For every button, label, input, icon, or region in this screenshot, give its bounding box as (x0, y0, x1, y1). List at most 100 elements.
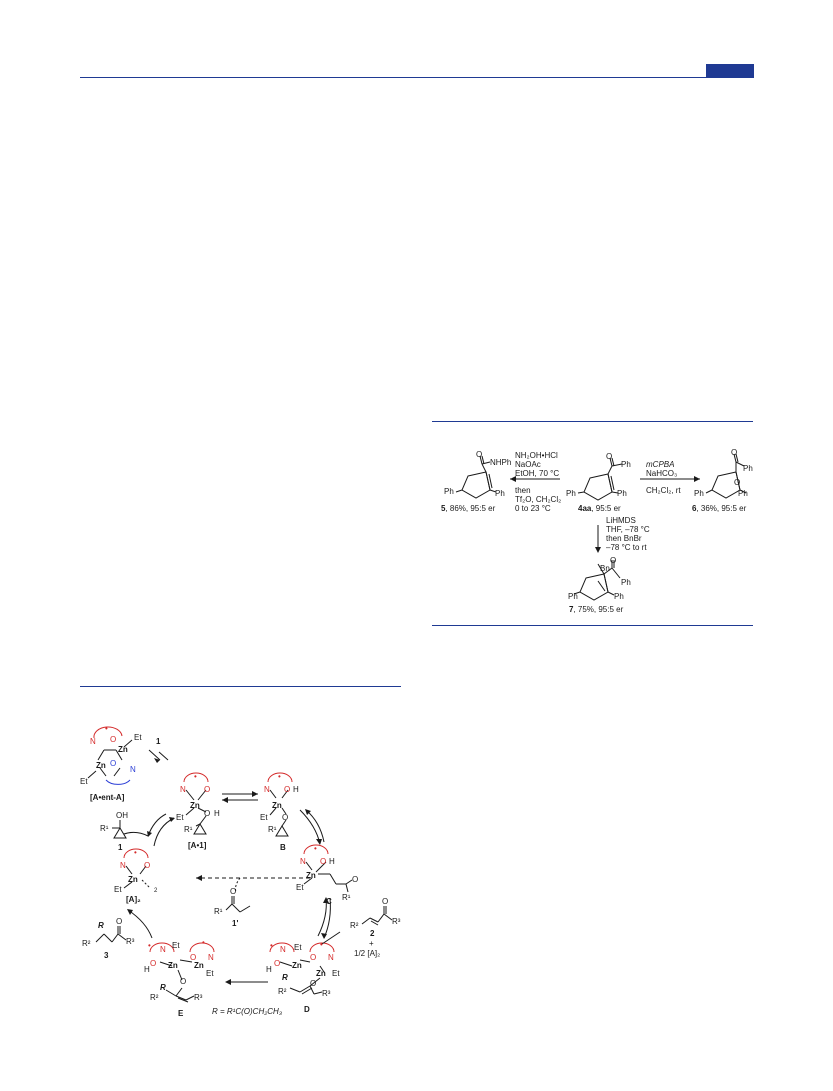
dimer-et-2: Et (80, 777, 88, 786)
a2-N: N (120, 861, 126, 870)
dimer-radical-dot: • (105, 724, 108, 733)
header-tab (706, 64, 754, 78)
cmpd-4aa-carbonyl: O (606, 452, 612, 461)
r-definition: R = R¹C(O)CH₂CH₃ (212, 1007, 282, 1016)
e-radical-dot: • (148, 941, 151, 950)
e-R2: R² (150, 993, 159, 1002)
cond-right-2: NaHCO₃ (646, 469, 677, 478)
cmpd-5-ph-2: Ph (495, 489, 505, 498)
r1-OH: OH (116, 811, 128, 820)
b-radical-dot: • (278, 772, 281, 781)
dimer-zn-1: Zn (96, 761, 106, 770)
scheme-top-rule (432, 421, 753, 422)
d-et-1: Et (294, 943, 302, 952)
cmpd-7-carbonyl: O (610, 556, 616, 565)
a1-zn: Zn (190, 801, 200, 810)
d-N: N (280, 945, 286, 954)
r2-R3: R³ (392, 917, 401, 926)
cond-left-4: then (515, 486, 531, 495)
p3-R2: R² (82, 939, 91, 948)
cond-down-3: then BnBr (606, 534, 642, 543)
cond-left-3: EtOH, 70 °C (515, 469, 559, 478)
cond-down-2: THF, –78 °C (606, 525, 650, 534)
cmpd-4aa-caption: 4aa, 95:5 er (578, 504, 621, 513)
a2-radical-dot: • (134, 848, 137, 857)
d-H: H (266, 965, 272, 974)
d-R: R (282, 973, 288, 982)
cond-right-3: CH₂Cl₂, rt (646, 486, 681, 495)
cmpd-4aa-ph-1: Ph (621, 460, 631, 469)
p3-O: O (116, 917, 122, 926)
c-R1: R¹ (342, 893, 351, 902)
c-label: C (326, 897, 332, 906)
a1-radical-dot: • (194, 772, 197, 781)
cond-left-6: 0 to 23 °C (515, 504, 551, 513)
e-zn-1: Zn (168, 961, 178, 970)
dimer-label: [A•ent-A] (90, 793, 125, 802)
e-O3: O (180, 977, 186, 986)
cond-left-5: Tf₂O, CH₂Cl₂ (515, 495, 561, 504)
e-radical-dot-2: • (202, 938, 205, 947)
b-et: Et (260, 813, 268, 822)
cmpd-5-caption: 5, 86%, 95:5 er (441, 504, 496, 513)
d-O: O (274, 959, 280, 968)
a1-O2: O (204, 809, 210, 818)
cond-right-1: mCPBA (646, 460, 674, 469)
cmpd-6-caption: 6, 36%, 95:5 er (692, 504, 747, 513)
cond-left-1: NH₂OH•HCl (515, 451, 558, 460)
e-R3: R³ (194, 993, 203, 1002)
a2-O: O (144, 861, 150, 870)
b-zn: Zn (272, 801, 282, 810)
e-O2: O (190, 953, 196, 962)
cmpd-7-ph-3: Ph (614, 592, 624, 601)
dimer-O-blue: O (110, 759, 116, 768)
dimer-O-red: O (110, 735, 116, 744)
cmpd-7-caption: 7, 75%, 95:5 er (569, 605, 624, 614)
cmpd-7-ph-1: Ph (621, 578, 631, 587)
cmpd-5-ph-1: Ph (444, 487, 454, 496)
d-label: D (304, 1005, 310, 1014)
d-et-2: Et (332, 969, 340, 978)
d-zn-2: Zn (316, 969, 326, 978)
cond-left-2: NaOAc (515, 460, 541, 469)
e-O: O (150, 959, 156, 968)
d-O3: O (310, 979, 316, 988)
p3-label: 3 (104, 951, 109, 960)
p1-O: O (230, 887, 236, 896)
dimer-N-blue: N (130, 765, 136, 774)
scheme-bottom-rule (432, 625, 753, 626)
e-zn-2: Zn (194, 961, 204, 970)
r2-O: O (382, 897, 388, 906)
cmpd-4aa-ph-2: Ph (566, 489, 576, 498)
r1-R1: R¹ (100, 824, 109, 833)
e-H: H (144, 965, 150, 974)
cmpd-6-ph-2: Ph (694, 489, 704, 498)
header-rule (80, 77, 754, 78)
cmpd-7-ph-2: Ph (568, 592, 578, 601)
d-N2: N (328, 953, 334, 962)
cmpd-6-carbonyl: O (731, 448, 737, 457)
p3-R: R (98, 921, 104, 930)
dimer-N-red: N (90, 737, 96, 746)
r2-R2: R² (350, 921, 359, 930)
c-H: H (329, 857, 335, 866)
a2-label: [A]₂ (126, 895, 141, 904)
c-zn: Zn (306, 871, 316, 880)
cmpd-6-ph-3: Ph (738, 489, 748, 498)
d-zn-1: Zn (292, 961, 302, 970)
a1-et: Et (176, 813, 184, 822)
cmpd-4aa-ph-3: Ph (617, 489, 627, 498)
r2-half-A2: 1/2 [A]₂ (354, 949, 380, 958)
r2-plus: + (369, 939, 374, 948)
a1-O: O (204, 785, 210, 794)
b-label: B (280, 843, 286, 852)
cmpd-7-benzyl: Bn (600, 564, 610, 573)
b-N: N (264, 785, 270, 794)
cmpd-5-carbonyl: O (476, 450, 482, 459)
b-H: H (293, 785, 299, 794)
c-et: Et (296, 883, 304, 892)
cond-down-1: LiHMDS (606, 516, 636, 525)
p1-R1: R¹ (214, 907, 223, 916)
